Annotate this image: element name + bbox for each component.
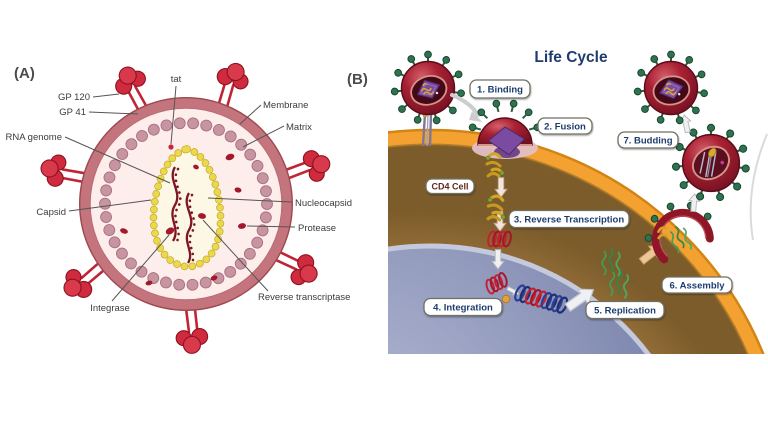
label-matrix: Matrix [286,122,312,133]
receptor [421,112,433,147]
virion-binding [389,50,466,126]
svg-text:1. Binding: 1. Binding [477,85,523,96]
panel-a: (A) [5,57,352,356]
label-protease: Protease [298,223,336,234]
step-label-integration: 4. Integration [423,297,503,317]
arrow-binding-to-fusion [450,93,482,122]
tat-protein [168,144,174,150]
rna-strands [171,166,196,267]
svg-text:3. Reverse Transcription: 3. Reverse Transcription [514,215,625,226]
label-gp41: GP 41 [59,107,86,118]
capsid-bead-ring [150,145,224,271]
virion-immature [671,123,751,203]
leader-lines [64,85,296,302]
membrane-ring [80,98,292,310]
label-nucleocapsid: Nucleocapsid [295,198,352,209]
label-rna-genome: RNA genome [5,132,62,143]
step-label-assembly: 6. Assembly [661,276,733,294]
label-gp120: GP 120 [58,92,90,103]
enzyme-blobs [120,153,246,286]
step-label-binding: 1. Binding [469,79,531,99]
virion-diagram [35,57,336,356]
svg-text:4. Integration: 4. Integration [433,303,493,314]
label-integrase: Integrase [90,303,130,314]
label-reverse-transcriptase: Reverse transcriptase [258,292,350,303]
label-capsid: Capsid [36,207,66,218]
integrase-enzyme [501,294,511,304]
background-cell-edge [749,133,768,241]
label-tat: tat [171,74,182,85]
integrated-provirus-dna [514,284,569,314]
cd4-cell-label: CD4 Cell [425,178,475,195]
svg-text:2. Fusion: 2. Fusion [544,122,586,133]
step-label-replication: 5. Replication [585,300,665,320]
panel-b: (B) Life Cycle [347,49,768,354]
svg-text:CD4 Cell: CD4 Cell [431,182,468,192]
svg-text:6. Assembly: 6. Assembly [669,281,725,292]
panel-b-title: Life Cycle [534,49,608,66]
svg-text:7. Budding: 7. Budding [623,136,672,147]
svg-text:5. Replication: 5. Replication [594,306,656,317]
step-label-budding: 7. Budding [617,131,679,149]
label-membrane: Membrane [263,100,308,111]
panel-b-marker: (B) [347,71,368,88]
step-label-reverse-transcription: 3. Reverse Transcription [508,209,630,229]
step-label-fusion: 2. Fusion [537,117,593,135]
assembling-virion [644,200,714,264]
panel-a-marker: (A) [14,65,35,82]
virion-fusion [467,98,543,158]
virion-mature [632,50,709,126]
